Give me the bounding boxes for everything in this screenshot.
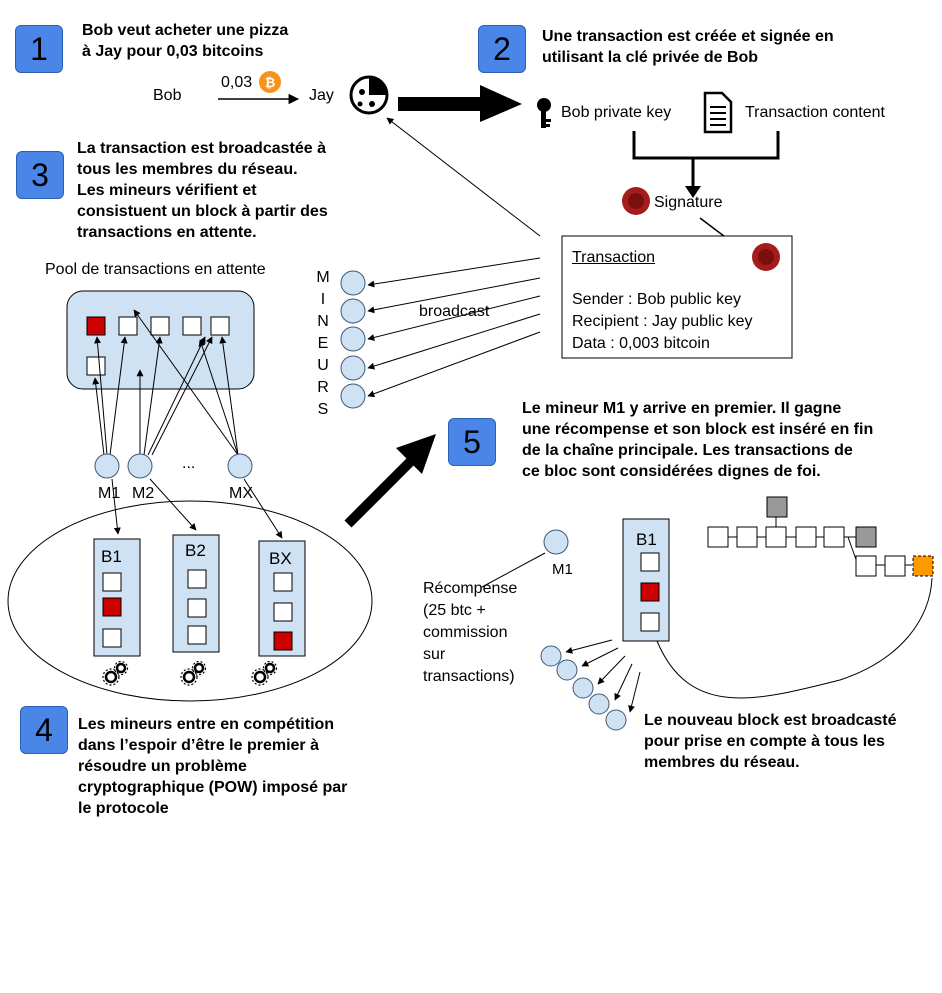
block-label-bx: BX [269,549,292,568]
block-label-b1: B1 [101,547,122,566]
broadcast-label: broadcast [419,303,490,320]
miner-label-m1: M1 [98,485,121,502]
bitcoin-icon: ₿ [259,71,281,93]
signature-label: Signature [654,194,723,211]
big-arrow-right [398,85,522,122]
step-5-badge: 5 [448,418,496,466]
transaction-card-data: Data : 0,003 bitcoin [572,335,710,352]
block-label-b2: B2 [185,541,206,560]
winner-miner-label: M1 [552,561,573,578]
step-3-badge: 3 [16,151,64,199]
card-seal-icon [752,243,780,271]
miner-nodes [340,270,366,409]
pool-transactions [86,316,230,376]
card-to-jay-arrow [386,117,541,237]
miners-vertical-letter: R [317,379,329,396]
miners-vertical-letter: N [317,313,329,330]
receiver-label: Jay [309,87,334,104]
big-arrow-diagonal [344,434,436,528]
miners-vertical-letter: M [316,269,330,286]
sender-label: Bob [153,87,182,104]
block-insert-curve [656,577,933,699]
pizza-icon [349,75,389,115]
competition-area [7,500,373,702]
amount-label: 0,03 [221,74,253,91]
miners-vertical-letter: S [317,401,329,418]
winner-miner-node [543,529,569,555]
network-nodes [540,645,627,731]
gears-icon [104,662,276,684]
miner-label-m2: M2 [132,485,155,502]
miners-vertical-letter: U [317,357,329,374]
winning-block-label: B1 [636,530,657,549]
miner-label-mx: MX [229,485,253,502]
winning-block [622,518,670,642]
private-key-label: Bob private key [561,104,672,121]
competing-miners [94,453,253,479]
step-4-badge: 4 [20,706,68,754]
merge-bracket [632,131,780,160]
transaction-card-sender: Sender : Bob public key [572,291,741,308]
key-icon [537,98,551,128]
transaction-card-recipient: Recipient : Jay public key [572,313,753,330]
transaction-content-label: Transaction content [745,104,885,121]
candidate-blocks [93,534,306,657]
step-2-badge: 2 [478,25,526,73]
miners-vertical-letter: E [317,335,329,352]
svg-text:₿: ₿ [265,75,276,90]
pool-label: Pool de transactions en attente [45,261,266,278]
blockchain [707,496,934,577]
step-5-text: Le mineur M1 y arrive en premier. Il gag… [522,400,874,480]
miner-ellipsis: ... [182,455,196,472]
miners-vertical-letter: I [320,291,326,308]
transaction-card-title: Transaction [572,249,655,266]
wax-seal-icon [622,187,650,215]
document-icon [703,91,733,134]
step-1-badge: 1 [15,25,63,73]
